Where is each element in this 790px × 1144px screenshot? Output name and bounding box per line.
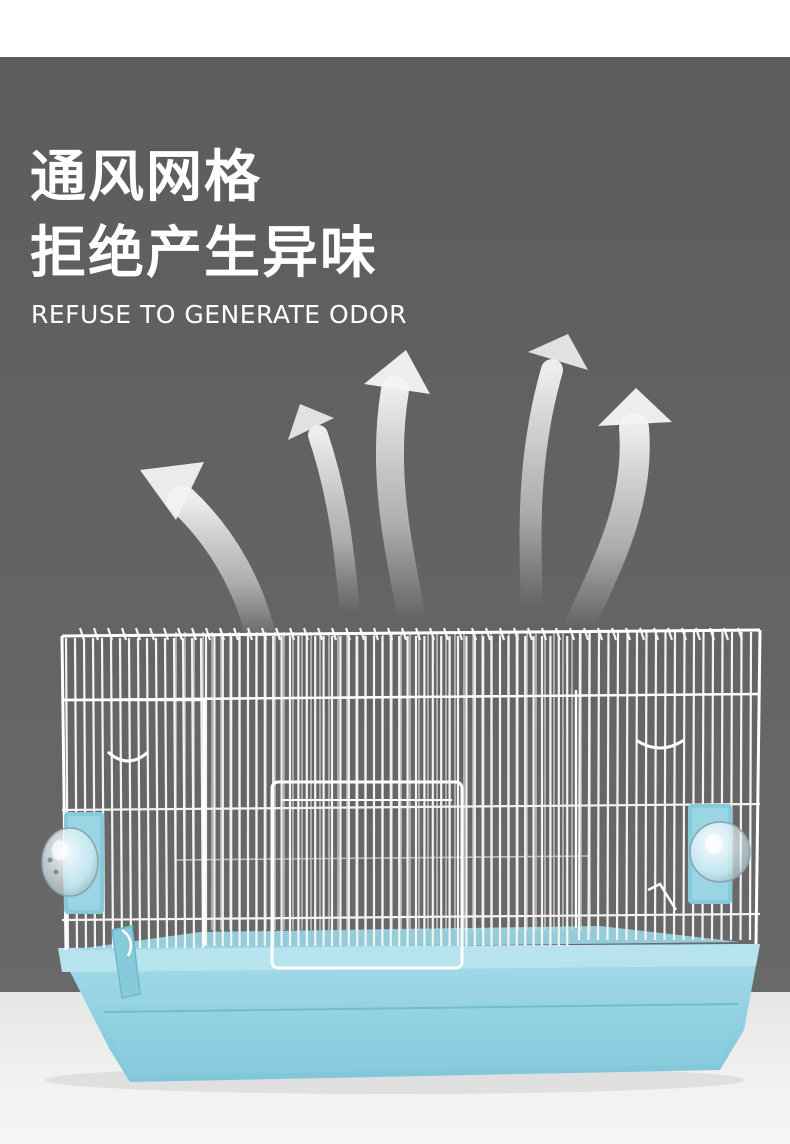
side-wire [672, 631, 677, 941]
side-wire [136, 637, 142, 949]
side-wire [625, 631, 629, 941]
plastic-base-tray [45, 926, 760, 1094]
lid-wire [554, 627, 562, 641]
lid-wire [526, 627, 534, 641]
side-wire [577, 631, 582, 941]
airflow-arrow-icon [563, 388, 672, 643]
side-wire [682, 631, 686, 941]
side-wire [154, 637, 160, 949]
english-subtitle: REFUSE TO GENERATE ODOR [31, 300, 408, 329]
lid-wire [540, 627, 548, 641]
side-wire [739, 631, 743, 941]
side-wire [606, 631, 610, 941]
airflow-arrow-icon [364, 350, 430, 634]
side-wire [190, 637, 196, 949]
airflow-arrow-icon [519, 334, 588, 619]
cage-crossbar [61, 802, 761, 812]
headline-line-1: 通风网格 [30, 145, 262, 210]
side-wire [644, 631, 648, 941]
side-wire [109, 637, 115, 949]
side-wire [587, 631, 591, 941]
exercise-wheel-window-icon [688, 804, 751, 904]
cage-wire-grid [61, 627, 761, 949]
cage-side-handles [106, 738, 685, 763]
side-wire [145, 637, 151, 949]
tray-latch-icon[interactable] [111, 882, 678, 999]
lid-wire [484, 627, 492, 641]
airflow-arrow-icon [140, 462, 277, 655]
lid-wire [582, 627, 590, 641]
lid-wire [498, 627, 506, 641]
exercise-wheel-window-icon [41, 812, 104, 914]
lid-wire [78, 627, 86, 641]
side-wire [615, 631, 620, 941]
cage-crossbar [61, 912, 761, 922]
side-wire [127, 637, 133, 949]
side-wire [596, 631, 601, 941]
side-wire [748, 631, 753, 941]
side-wire [634, 631, 639, 941]
side-wire [653, 631, 658, 941]
airflow-arrows [140, 334, 672, 655]
lid-wire [92, 627, 100, 641]
airflow-arrow-icon [288, 404, 360, 622]
lid-wire [470, 627, 478, 641]
lid-wire [512, 627, 520, 641]
side-wire [118, 637, 124, 949]
cage-door-icon[interactable] [270, 780, 464, 970]
headline-line-2: 拒绝产生异味 [30, 221, 378, 286]
lid-wire [106, 627, 114, 641]
side-wire [163, 637, 169, 949]
side-wire [172, 637, 178, 949]
side-wire [199, 637, 205, 949]
lid-wire [568, 627, 576, 641]
side-wire [181, 637, 187, 949]
side-wire [663, 631, 667, 941]
